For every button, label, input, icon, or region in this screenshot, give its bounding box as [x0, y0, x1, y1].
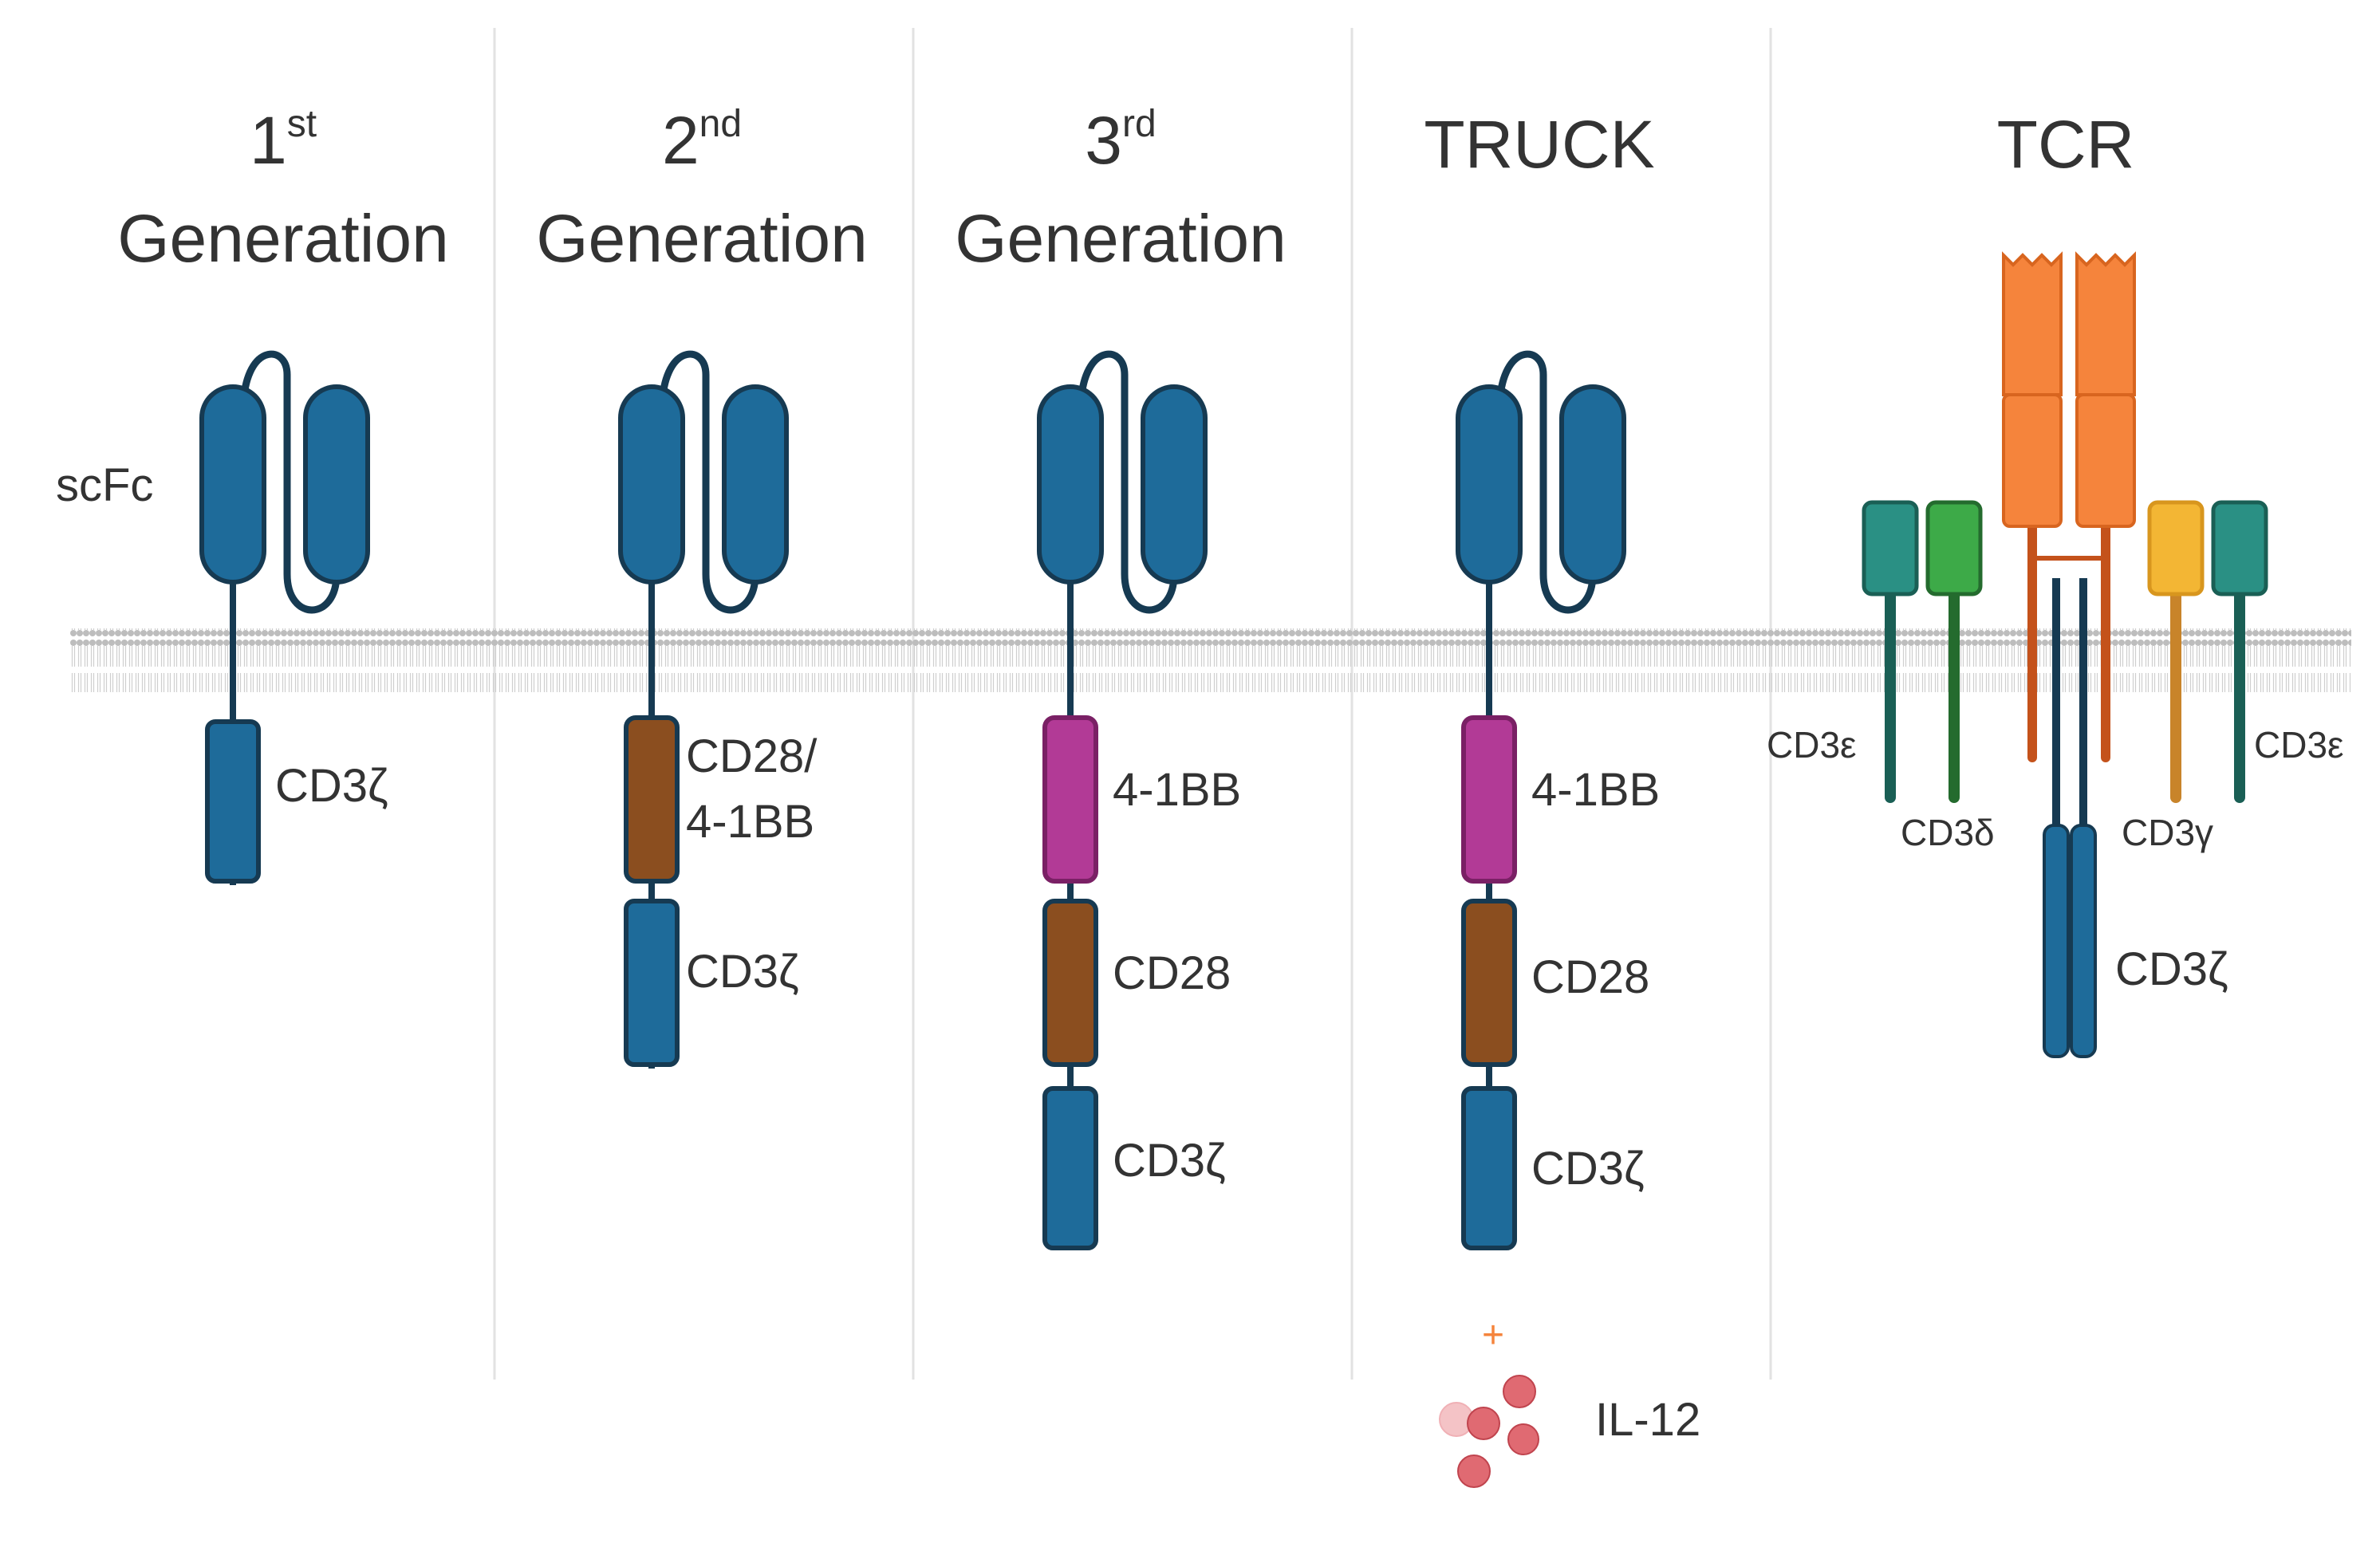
gen1-linker — [239, 350, 341, 614]
tcr-beta-constant — [2075, 393, 2136, 528]
il12-molecule — [1507, 1423, 1539, 1455]
title-gen3-sup: rd — [1122, 103, 1157, 145]
il12-molecules — [1439, 1375, 1539, 1488]
tcr-beta-variable — [2075, 251, 2136, 396]
truck-cd3z-domain — [1461, 1086, 1517, 1250]
gen1-cd3z-domain — [205, 719, 261, 884]
tcr-alpha-variable — [2002, 251, 2063, 396]
truck-cd28-label: CD28 — [1531, 951, 1649, 1003]
scfc-label: scFc — [56, 459, 153, 511]
gen1-scfv-vl — [303, 384, 370, 585]
truck-41bb-label: 4-1BB — [1531, 764, 1660, 816]
gen2-costim-label-1: CD28/ — [686, 730, 818, 782]
truck-cd28-domain — [1461, 899, 1517, 1067]
gen3-scfv-vh — [1037, 384, 1104, 585]
title-gen2-word: Generation — [536, 201, 868, 276]
gen3-scfv-vl — [1141, 384, 1208, 585]
title-gen1: 1st Generation — [117, 103, 449, 276]
gen2-receptor — [618, 350, 789, 1069]
cd3e-left-domain — [1862, 500, 1919, 596]
gen3-41bb-label: 4-1BB — [1113, 764, 1241, 816]
il12-label: IL-12 — [1595, 1394, 1700, 1446]
gen2-costim-label-2: 4-1BB — [686, 796, 814, 848]
truck-linker — [1495, 350, 1597, 614]
cd3g-label: CD3γ — [2122, 812, 2213, 853]
truck-plus-sign: + — [1482, 1314, 1504, 1356]
truck-cd3z-label: CD3ζ — [1531, 1143, 1645, 1195]
tcr-complex — [1862, 251, 2268, 1058]
title-gen2: 2nd Generation — [536, 103, 868, 276]
truck-scfv-vh — [1456, 384, 1523, 585]
gen2-cd3z-label: CD3ζ — [686, 946, 799, 998]
il12-molecule — [1457, 1454, 1491, 1488]
title-gen3: 3rd Generation — [955, 103, 1287, 276]
cd3e-right-domain — [2211, 500, 2268, 596]
il12-molecule — [1467, 1407, 1500, 1440]
truck-41bb-domain — [1461, 715, 1517, 884]
title-gen3-word: Generation — [955, 201, 1287, 276]
cd3z-left-chain — [2043, 824, 2070, 1058]
cd3z-label: CD3ζ — [2115, 943, 2228, 995]
tcr-alpha-constant — [2002, 393, 2063, 528]
gen3-linker — [1077, 350, 1178, 614]
title-truck: TRUCK — [1424, 107, 1654, 182]
gen1-receptor — [199, 350, 370, 885]
svg-text:3rd: 3rd — [1085, 103, 1156, 178]
cd3e-right-label: CD3ε — [2254, 724, 2344, 766]
column-dividers — [493, 28, 1772, 1380]
gen2-costim-domain — [624, 715, 680, 884]
svg-text:1st: 1st — [250, 103, 317, 178]
title-gen1-num: 1 — [250, 103, 287, 178]
gen3-receptor — [1037, 350, 1208, 1250]
gen2-scfv-vh — [618, 384, 685, 585]
title-gen2-sup: nd — [699, 103, 742, 145]
gen3-cd28-label: CD28 — [1113, 947, 1231, 999]
truck-receptor — [1456, 350, 1626, 1250]
gen3-cd3z-label: CD3ζ — [1113, 1135, 1226, 1187]
title-tcr: TCR — [1997, 107, 2135, 182]
cd3d-label: CD3δ — [1901, 812, 1995, 853]
cd3z-right-chain — [2070, 824, 2097, 1058]
title-gen1-word: Generation — [117, 201, 449, 276]
cd3d-domain — [1925, 500, 1983, 596]
svg-text:2nd: 2nd — [662, 103, 742, 178]
title-gen2-num: 2 — [662, 103, 699, 178]
cd3g-domain — [2147, 500, 2205, 596]
gen2-cd3z-domain — [624, 899, 680, 1067]
gen2-linker — [658, 350, 759, 614]
il12-molecule — [1503, 1375, 1536, 1408]
gen1-cd3z-label: CD3ζ — [275, 760, 388, 812]
cd3e-left-label: CD3ε — [1767, 724, 1857, 766]
gen3-cd3z-domain — [1042, 1086, 1098, 1250]
gen3-cd28-domain — [1042, 899, 1098, 1067]
gen2-scfv-vl — [722, 384, 789, 585]
cell-membrane — [70, 628, 2351, 692]
gen1-scfv-vh — [199, 384, 266, 585]
title-gen3-num: 3 — [1085, 103, 1122, 178]
title-gen1-sup: st — [287, 103, 317, 145]
truck-scfv-vl — [1559, 384, 1626, 585]
gen3-41bb-domain — [1042, 715, 1098, 884]
